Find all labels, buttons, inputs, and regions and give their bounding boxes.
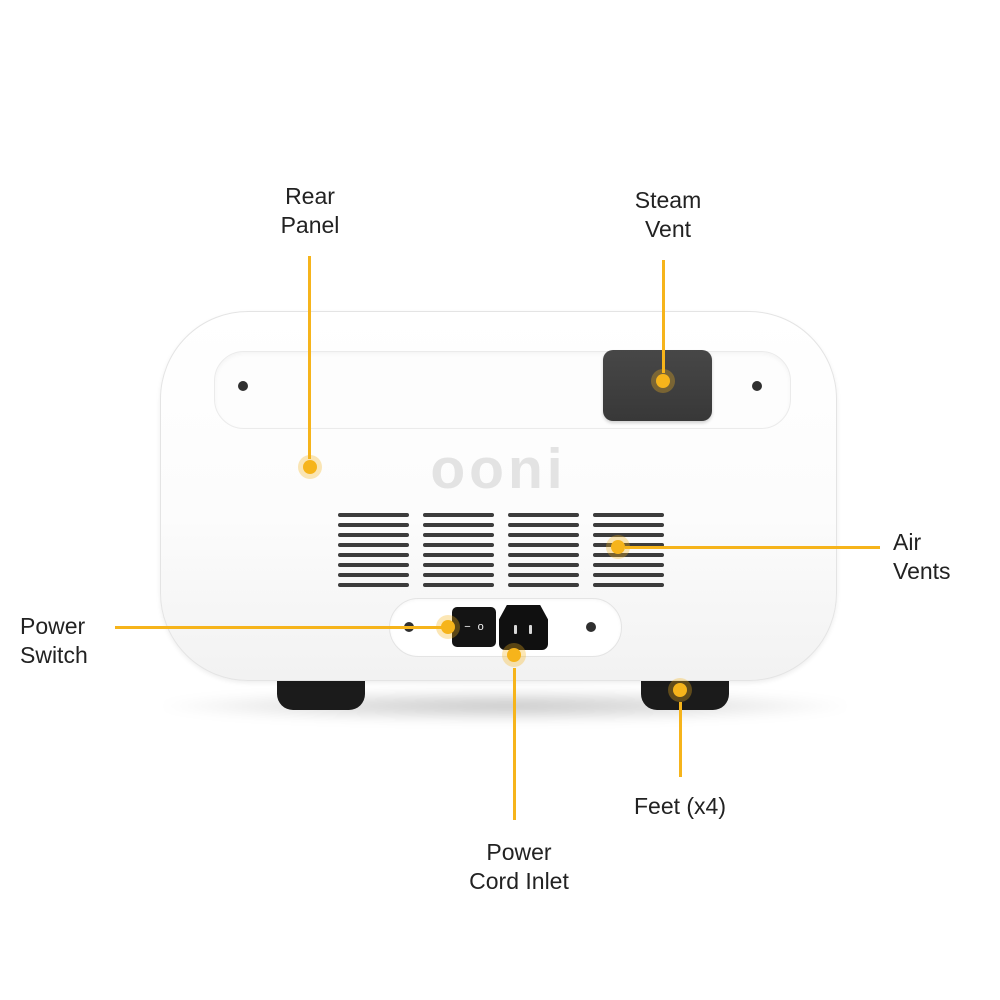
vent-slot xyxy=(593,513,664,517)
vent-column xyxy=(508,513,579,587)
vent-slot xyxy=(423,543,494,547)
callout-label-air-vents: Air Vents xyxy=(893,529,951,585)
vent-slot xyxy=(338,573,409,577)
vent-slot xyxy=(593,563,664,567)
callout-line-power-switch xyxy=(115,626,442,629)
callout-line-feet xyxy=(679,702,682,777)
vent-slot xyxy=(338,543,409,547)
vent-slot xyxy=(338,533,409,537)
vent-slot xyxy=(423,583,494,587)
callout-line-air-vents xyxy=(625,546,880,549)
switch-off-mark: o xyxy=(477,620,484,633)
vent-slot xyxy=(423,533,494,537)
brand-logo: ooni xyxy=(430,437,567,501)
vent-slot xyxy=(508,563,579,567)
callout-dot-power-switch xyxy=(441,620,455,634)
vent-slot xyxy=(423,563,494,567)
screw xyxy=(752,381,762,391)
inlet-pin xyxy=(529,625,532,634)
callout-dot-steam-vent xyxy=(656,374,670,388)
callout-line-rear-panel xyxy=(308,256,311,459)
callout-line-steam-vent xyxy=(662,260,665,373)
vent-slot xyxy=(508,543,579,547)
vent-slot xyxy=(593,583,664,587)
callout-label-power-cord-inlet: Power Cord Inlet xyxy=(469,839,569,895)
vent-slot xyxy=(593,533,664,537)
air-vents-grid xyxy=(338,513,664,587)
callout-label-rear-panel: Rear Panel xyxy=(280,183,340,239)
power-cord-inlet xyxy=(499,605,548,650)
vent-slot xyxy=(423,573,494,577)
vent-slot xyxy=(593,573,664,577)
callout-dot-power-cord-inlet xyxy=(507,648,521,662)
vent-slot xyxy=(508,533,579,537)
vent-slot xyxy=(508,553,579,557)
vent-slot xyxy=(508,523,579,527)
vent-slot xyxy=(338,553,409,557)
vent-slot xyxy=(423,523,494,527)
callout-label-power-switch: Power Switch xyxy=(20,613,88,669)
vent-slot xyxy=(338,513,409,517)
vent-slot xyxy=(423,513,494,517)
vent-column xyxy=(423,513,494,587)
ground-shadow xyxy=(160,690,850,722)
vent-slot xyxy=(338,583,409,587)
vent-column xyxy=(593,513,664,587)
vent-slot xyxy=(508,573,579,577)
vent-slot xyxy=(593,543,664,547)
vent-slot xyxy=(338,563,409,567)
vent-slot xyxy=(423,553,494,557)
switch-on-mark: − xyxy=(464,620,471,633)
screw xyxy=(586,622,596,632)
callout-label-feet: Feet (x4) xyxy=(633,793,727,819)
power-switch: − o xyxy=(452,607,496,647)
callout-dot-feet xyxy=(673,683,687,697)
vent-slot xyxy=(338,523,409,527)
callout-line-power-cord-inlet xyxy=(513,668,516,820)
screw xyxy=(238,381,248,391)
vent-slot xyxy=(508,513,579,517)
callout-dot-air-vents xyxy=(611,540,625,554)
vent-slot xyxy=(508,583,579,587)
callout-label-steam-vent: Steam Vent xyxy=(634,187,702,243)
vent-slot xyxy=(593,553,664,557)
inlet-pin xyxy=(514,625,517,634)
vent-column xyxy=(338,513,409,587)
vent-slot xyxy=(593,523,664,527)
callout-dot-rear-panel xyxy=(303,460,317,474)
